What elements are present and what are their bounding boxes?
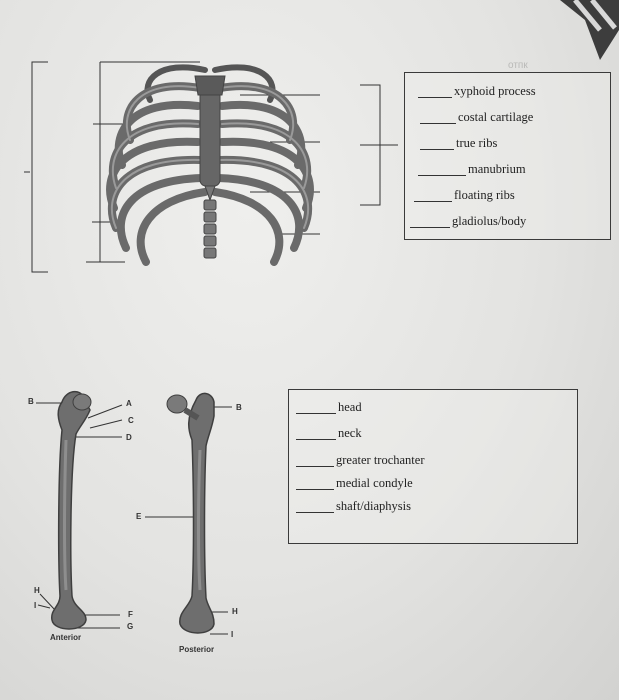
femur-label-f: F <box>128 610 133 619</box>
binder-clip <box>560 0 619 60</box>
femur-label-b-left: B <box>28 397 34 406</box>
femur-posterior-illustration <box>166 392 215 634</box>
femur-label-g: G <box>127 622 134 631</box>
rib-answer-xyphoid: xyphoid process <box>418 84 536 98</box>
posterior-caption: Posterior <box>179 645 215 654</box>
femur-label-d: D <box>126 433 132 442</box>
femur-label-e: E <box>136 512 142 521</box>
femur-answer-box <box>288 389 578 544</box>
femur-answer-greater-trochanter: greater trochanter <box>296 453 424 467</box>
anterior-caption: Anterior <box>50 633 82 642</box>
ribcage-answer-box <box>404 72 611 240</box>
femur-answer-neck: neck <box>296 426 362 440</box>
femur-label-i-right: I <box>231 630 234 639</box>
femur-answer-head: head <box>296 400 362 414</box>
femur-label-h-left: H <box>34 586 40 595</box>
femur-label-b-right: B <box>236 403 242 412</box>
femur-answer-medial-condyle: medial condyle <box>296 476 413 490</box>
femur-label-a: A <box>126 399 132 408</box>
rib-answer-manubrium: manubrium <box>418 162 526 176</box>
femur-label-h-right: H <box>232 607 238 616</box>
femur-label-c: C <box>128 416 134 425</box>
rib-answer-floating-ribs: floating ribs <box>414 188 515 202</box>
femur-answer-shaft: shaft/diaphysis <box>296 499 411 513</box>
femur-label-i-left: I <box>34 601 37 610</box>
faint-corner-text: отпк <box>508 60 528 71</box>
femur-anterior-illustration <box>51 390 92 630</box>
rib-answer-gladiolus: gladiolus/body <box>410 214 526 228</box>
ribcage-illustration <box>106 64 314 266</box>
rib-answer-costal-cartilage: costal cartilage <box>420 110 533 124</box>
rib-answer-true-ribs: true ribs <box>420 136 497 150</box>
